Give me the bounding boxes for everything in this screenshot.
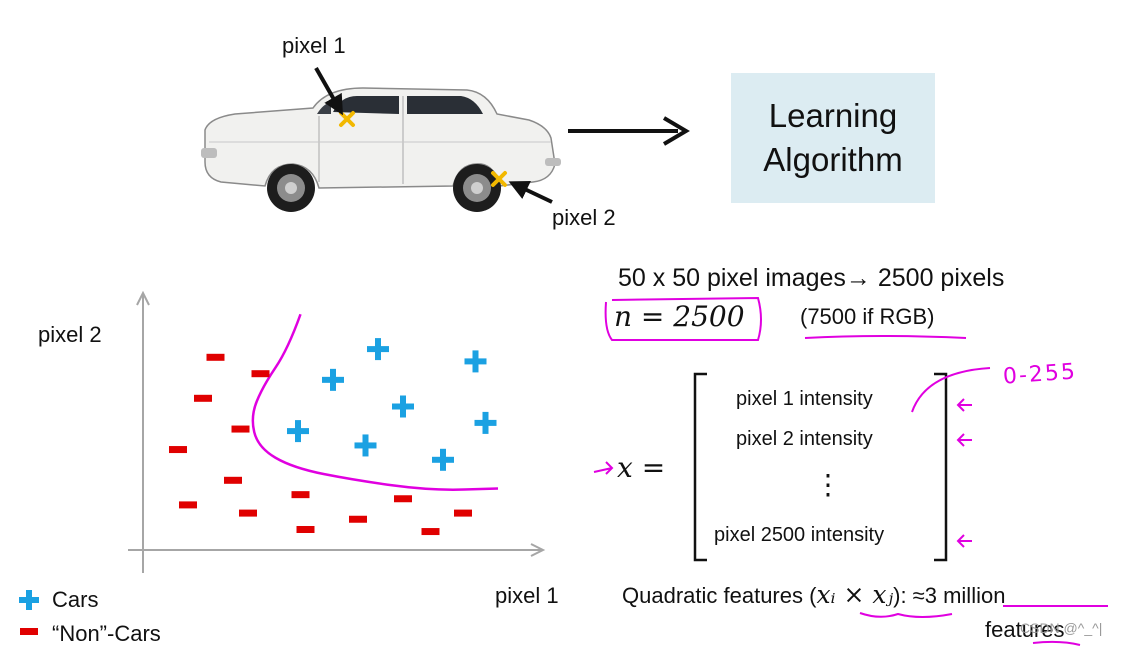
row-arrows	[956, 398, 972, 548]
learning-algorithm-line2: Algorithm	[763, 141, 903, 178]
n-equation: n = 2500	[614, 300, 745, 333]
vector-entry-pixel-1: pixel 1 intensity	[736, 388, 873, 410]
n-highlight-box	[604, 296, 762, 341]
top-arrows	[314, 67, 690, 204]
image-size-text: 50 x 50 pixel images→ 2500 pixels	[618, 264, 1005, 292]
noncar-point-4	[169, 446, 187, 454]
quad-math-underline	[859, 612, 953, 618]
noncar-point-0	[206, 353, 225, 361]
pixel-2-pointer-arrow	[508, 180, 553, 204]
x-axis-label: pixel 1	[495, 583, 559, 608]
pixel-1-pointer-arrow	[314, 67, 343, 116]
y-axis-arrowhead	[136, 290, 150, 306]
legend-noncars-label: “Non”-Cars	[52, 621, 161, 646]
car-point-1	[322, 368, 344, 391]
rgb-note: (7500 if RGB)	[800, 304, 935, 329]
right-bracket	[934, 372, 948, 562]
quadratic-math: xᵢ × xⱼ	[816, 580, 894, 609]
car-point-2	[464, 350, 487, 373]
range-pointer-curve	[911, 367, 991, 413]
car-point-7	[432, 448, 454, 471]
vector-vertical-dots: ⋮	[814, 469, 842, 500]
car-illustration	[201, 87, 561, 212]
to-algorithm-arrow-head	[662, 116, 690, 146]
noncar-point-13	[454, 509, 472, 517]
pixel-1-marker-icon	[339, 111, 355, 127]
watermark: CSDN @^_^|	[1020, 620, 1103, 636]
decision-boundary	[251, 313, 499, 491]
car-point-4	[287, 420, 309, 443]
car-point-5	[354, 434, 377, 457]
features-underline	[1032, 640, 1081, 646]
car-point-6	[474, 411, 497, 434]
noncar-point-2	[194, 394, 212, 402]
x-axis-arrowhead	[530, 543, 546, 557]
rgb-underline	[804, 335, 967, 339]
legend-cars-label: Cars	[52, 587, 99, 612]
feature-vector: pixel 1 intensity pixel 2 intensity ⋮ pi…	[706, 372, 938, 562]
pixel-2-label: pixel 2	[552, 205, 616, 230]
noncar-point-3	[231, 425, 250, 433]
pixel-2-marker-icon	[491, 171, 507, 187]
vector-entry-pixel-2500: pixel 2500 intensity	[714, 524, 885, 546]
noncar-point-1	[251, 370, 270, 378]
noncar-point-10	[349, 515, 367, 523]
noncar-point-12	[421, 528, 440, 536]
vector-entry-pixel-2: pixel 2 intensity	[736, 428, 873, 450]
x-pointer-arrow	[593, 461, 614, 475]
quadratic-features-line: Quadratic features (xᵢ × xⱼ): ≈3 million	[622, 580, 1005, 609]
quadratic-prefix: Quadratic features (	[622, 583, 817, 608]
noncar-point-9	[296, 526, 315, 533]
left-bracket	[693, 372, 707, 562]
pixel-1-label: pixel 1	[282, 33, 346, 58]
legend-cars-plus-icon	[19, 590, 39, 610]
learning-algorithm-line1: Learning	[768, 97, 898, 134]
car-point-0	[367, 338, 389, 361]
features-word: features	[985, 617, 1065, 642]
legend: Cars “Non”-Cars	[18, 585, 218, 649]
scatter-plot	[128, 290, 546, 573]
noncar-point-6	[179, 501, 197, 509]
car-point-3	[392, 395, 414, 418]
x-equals: x =	[617, 451, 666, 484]
noncar-point-11	[394, 495, 412, 503]
y-axis-label: pixel 2	[38, 322, 102, 347]
noncar-point-7	[239, 509, 257, 517]
legend-noncars-minus-icon	[20, 628, 38, 635]
quadratic-suffix: ): ≈	[893, 583, 925, 608]
noncar-point-8	[291, 491, 310, 499]
quadratic-value: 3 million	[924, 583, 1006, 608]
learning-algorithm-box: Learning Algorithm	[731, 73, 935, 203]
noncar-point-5	[224, 476, 242, 484]
